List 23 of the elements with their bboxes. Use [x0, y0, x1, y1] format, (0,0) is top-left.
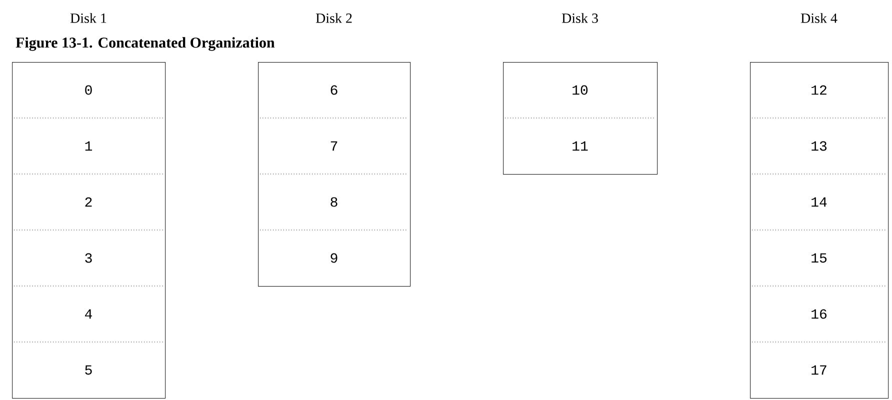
block-cell: 1: [85, 141, 92, 151]
block-cell: 5: [85, 365, 92, 375]
block-cell: 4: [85, 309, 92, 319]
column-heading: Disk 3: [562, 13, 598, 23]
column-heading: Disk 4: [800, 13, 838, 23]
column-heading: Disk 2: [316, 13, 352, 23]
block-cell: 3: [85, 253, 92, 263]
block-cell: 13: [812, 141, 827, 151]
block-cell: 15: [812, 253, 827, 263]
block-cell: 6: [330, 85, 338, 95]
block-cell: 9: [330, 253, 338, 263]
column-heading: Disk 1: [70, 13, 106, 23]
block-cell: 8: [330, 197, 338, 207]
block-cell: 14: [812, 197, 827, 207]
block-cell: 7: [330, 141, 338, 151]
block-cell: 12: [812, 85, 826, 95]
block-cell: 10: [572, 85, 588, 95]
block-cell: 0: [85, 85, 92, 95]
block-cell: 17: [812, 365, 826, 375]
figure-title: Figure 13-1. Concatenated Organization: [16, 37, 275, 51]
block-cell: 2: [85, 197, 92, 207]
block-cell: 11: [572, 141, 588, 151]
block-cell: 16: [812, 309, 826, 319]
